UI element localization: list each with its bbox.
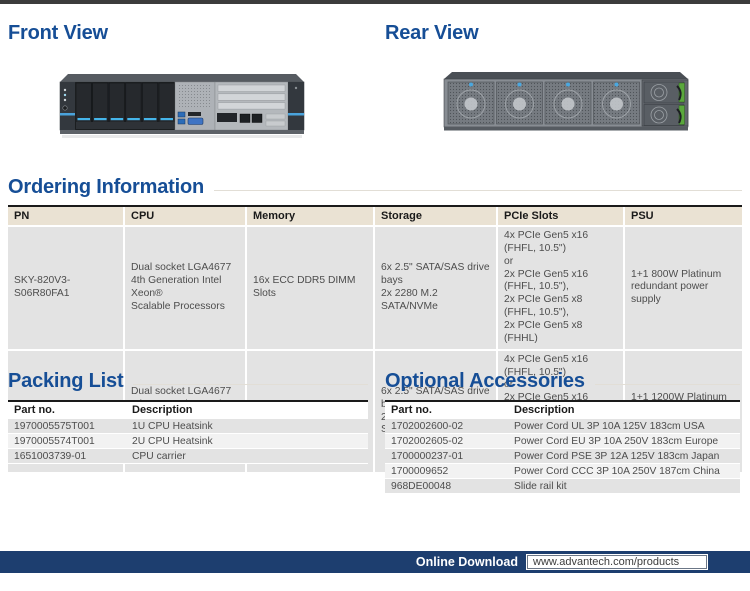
packing-header-row: Part no. Description <box>8 402 368 419</box>
cell-part-no: 1702002605-02 <box>385 434 508 449</box>
table-row: SKY-820V3-S06R80FA1 Dual socket LGA4677 … <box>8 227 742 351</box>
cell-part-no: 1970005574T001 <box>8 434 126 449</box>
rear-view-title: Rear View <box>385 22 479 44</box>
rear-view-image <box>443 72 689 131</box>
col-header-psu: PSU <box>625 207 742 227</box>
col-header-part-no: Part no. <box>8 402 126 419</box>
cell-cpu: Dual socket LGA4677 4th Generation Intel… <box>125 227 247 351</box>
col-header-storage: Storage <box>375 207 498 227</box>
cell-part-no: 1651003739-01 <box>8 449 126 464</box>
cell-part-no: 1970005575T001 <box>8 419 126 434</box>
optional-accessories-table: Part no. Description 1702002600-02 Power… <box>385 400 740 494</box>
cell-description: 1U CPU Heatsink <box>126 419 368 434</box>
table-row: 1702002600-02 Power Cord UL 3P 10A 125V … <box>385 419 740 434</box>
cell-pn: SKY-820V3-S06R80FA1 <box>8 227 125 351</box>
col-header-description: Description <box>508 402 740 419</box>
table-row: 968DE00048 Slide rail kit <box>385 479 740 494</box>
ordering-header-row: PN CPU Memory Storage PCIe Slots PSU <box>8 207 742 227</box>
table-row: 1651003739-01 CPU carrier <box>8 449 368 464</box>
front-view-title: Front View <box>8 22 108 44</box>
download-url-link[interactable]: www.advantech.com/products <box>526 554 708 570</box>
optional-accessories-title: Optional Accessories <box>385 370 740 393</box>
cell-part-no: 968DE00048 <box>385 479 508 494</box>
col-header-cpu: CPU <box>125 207 247 227</box>
cell-storage: 6x 2.5" SATA/SAS drive bays 2x 2280 M.2 … <box>375 227 498 351</box>
footer-bar: Online Download www.advantech.com/produc… <box>0 551 750 573</box>
cell-part-no: 1700009652 <box>385 464 508 479</box>
cell-psu: 1+1 800W Platinum redundant power supply <box>625 227 742 351</box>
col-header-part-no: Part no. <box>385 402 508 419</box>
table-row: 1700009652 Power Cord CCC 3P 10A 250V 18… <box>385 464 740 479</box>
cell-description: Power Cord PSE 3P 12A 125V 183cm Japan <box>508 449 740 464</box>
col-header-pcie: PCIe Slots <box>498 207 625 227</box>
table-row: 1700000237-01 Power Cord PSE 3P 12A 125V… <box>385 449 740 464</box>
cell-description: Slide rail kit <box>508 479 740 494</box>
cell-description: Power Cord EU 3P 10A 250V 183cm Europe <box>508 434 740 449</box>
col-header-pn: PN <box>8 207 125 227</box>
cell-description: 2U CPU Heatsink <box>126 434 368 449</box>
accessories-header-row: Part no. Description <box>385 402 740 419</box>
top-border-bar <box>0 0 750 4</box>
cell-description: CPU carrier <box>126 449 368 464</box>
packing-list-title: Packing List <box>8 370 368 393</box>
front-view-image <box>59 74 305 138</box>
cell-part-no: 1700000237-01 <box>385 449 508 464</box>
cell-description: Power Cord UL 3P 10A 125V 183cm USA <box>508 419 740 434</box>
col-header-description: Description <box>126 402 368 419</box>
packing-list-table: Part no. Description 1970005575T001 1U C… <box>8 400 368 464</box>
table-row: 1702002605-02 Power Cord EU 3P 10A 250V … <box>385 434 740 449</box>
online-download-label: Online Download <box>415 555 518 569</box>
col-header-memory: Memory <box>247 207 375 227</box>
table-row: 1970005574T001 2U CPU Heatsink <box>8 434 368 449</box>
cell-pcie: 4x PCIe Gen5 x16 (FHFL, 10.5") or 2x PCI… <box>498 227 625 351</box>
cell-description: Power Cord CCC 3P 10A 250V 187cm China <box>508 464 740 479</box>
cell-memory: 16x ECC DDR5 DIMM Slots <box>247 227 375 351</box>
table-row: 1970005575T001 1U CPU Heatsink <box>8 419 368 434</box>
cell-part-no: 1702002600-02 <box>385 419 508 434</box>
ordering-information-title: Ordering Information <box>8 176 742 199</box>
